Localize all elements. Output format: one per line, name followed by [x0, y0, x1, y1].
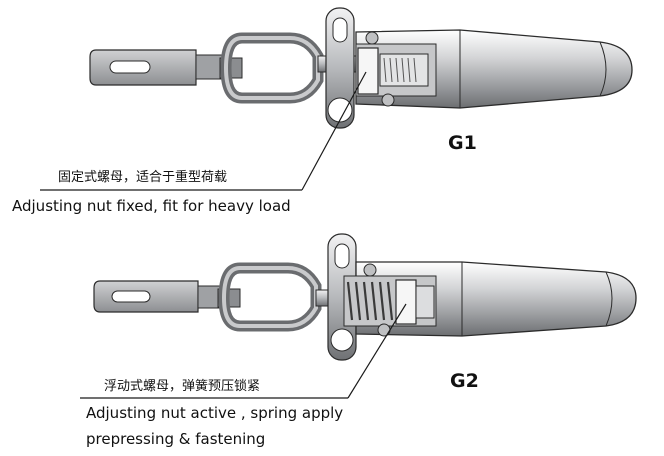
caption-g2-en-line1: Adjusting nut active , spring apply	[86, 404, 344, 422]
caption-g1-en: Adjusting nut fixed, fit for heavy load	[12, 197, 291, 215]
caption-g1-zh: 固定式螺母，适合于重型荷载	[58, 170, 228, 185]
spring-g2	[346, 281, 394, 321]
caption-g2-zh: 浮动式螺母，弹簧预压锁紧	[104, 379, 261, 394]
leader-line-g1	[301, 71, 367, 191]
adjusting-nut-g1	[357, 47, 379, 95]
label-g2: G2	[450, 370, 479, 392]
latch-g2-illustration	[93, 233, 637, 361]
caption-g2-en-line2: prepressing & fastening	[86, 430, 266, 448]
adjusting-nut-g2	[395, 279, 417, 325]
leader-line-g2	[347, 303, 407, 399]
label-g1: G1	[448, 132, 477, 154]
latch-g1-illustration	[89, 7, 633, 129]
mount-bracket-g1	[325, 7, 355, 129]
